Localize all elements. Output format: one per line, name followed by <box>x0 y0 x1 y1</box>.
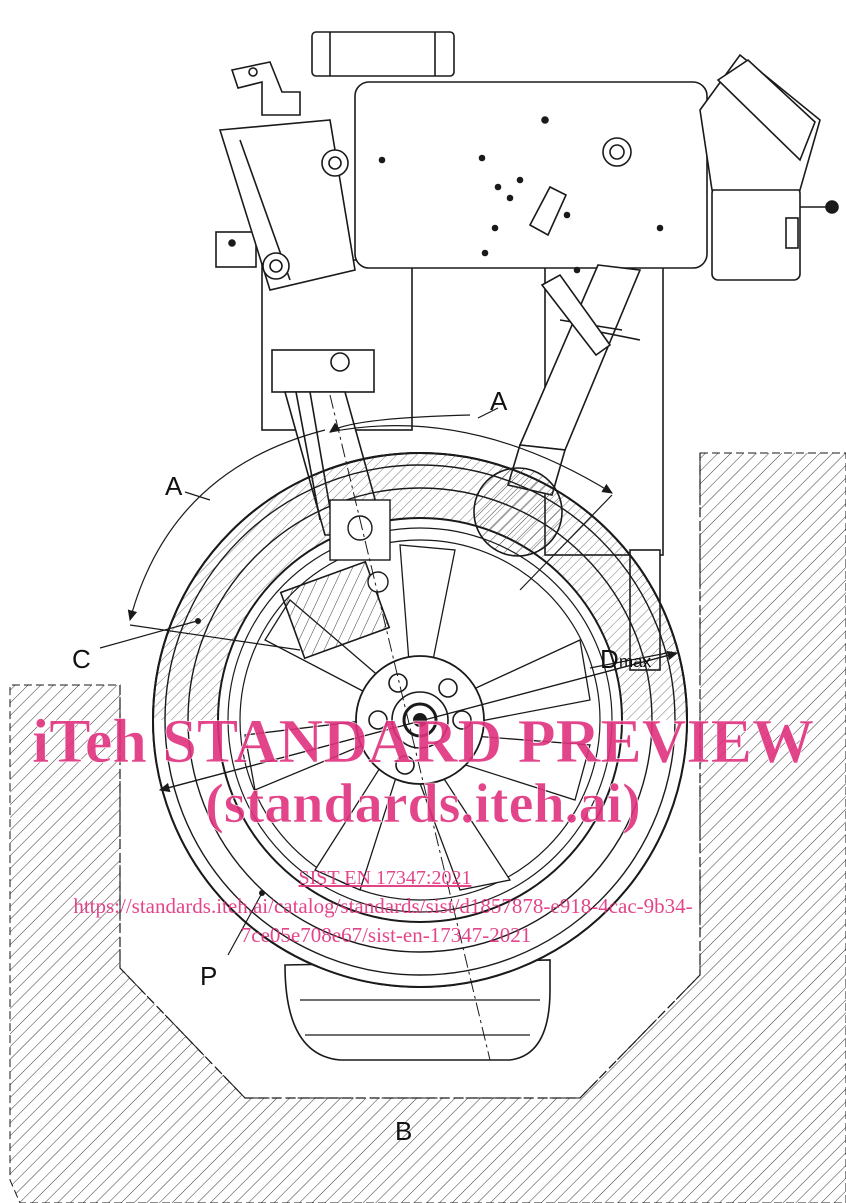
label-a-left: A <box>165 471 183 501</box>
wheel-spokes <box>244 544 591 891</box>
watermark-url-line1[interactable]: https://standards.iteh.ai/catalog/standa… <box>73 894 692 918</box>
watermark: iTeh STANDARD PREVIEW (standards.iteh.ai… <box>32 708 815 947</box>
point-c-marker <box>195 618 201 624</box>
label-c: C <box>72 644 91 674</box>
label-p: P <box>200 961 217 991</box>
label-a-top: A <box>490 386 508 416</box>
watermark-site: (standards.iteh.ai) <box>205 773 641 835</box>
watermark-url-line2[interactable]: 7ce05e708e67/sist-en-17347-2021 <box>241 923 531 947</box>
watermark-standard[interactable]: SIST EN 17347:2021 <box>299 867 472 889</box>
point-p-marker <box>259 890 265 896</box>
label-d-subscript: max <box>619 652 652 671</box>
drawing-labels: A A C P B D max <box>72 386 652 1146</box>
watermark-title: iTeh STANDARD PREVIEW <box>32 708 814 776</box>
label-b: B <box>395 1116 412 1146</box>
tyre-assembly <box>152 394 688 1061</box>
zone-boundary <box>119 453 701 1099</box>
dimension-lines <box>99 407 679 956</box>
label-d: D <box>600 644 619 674</box>
